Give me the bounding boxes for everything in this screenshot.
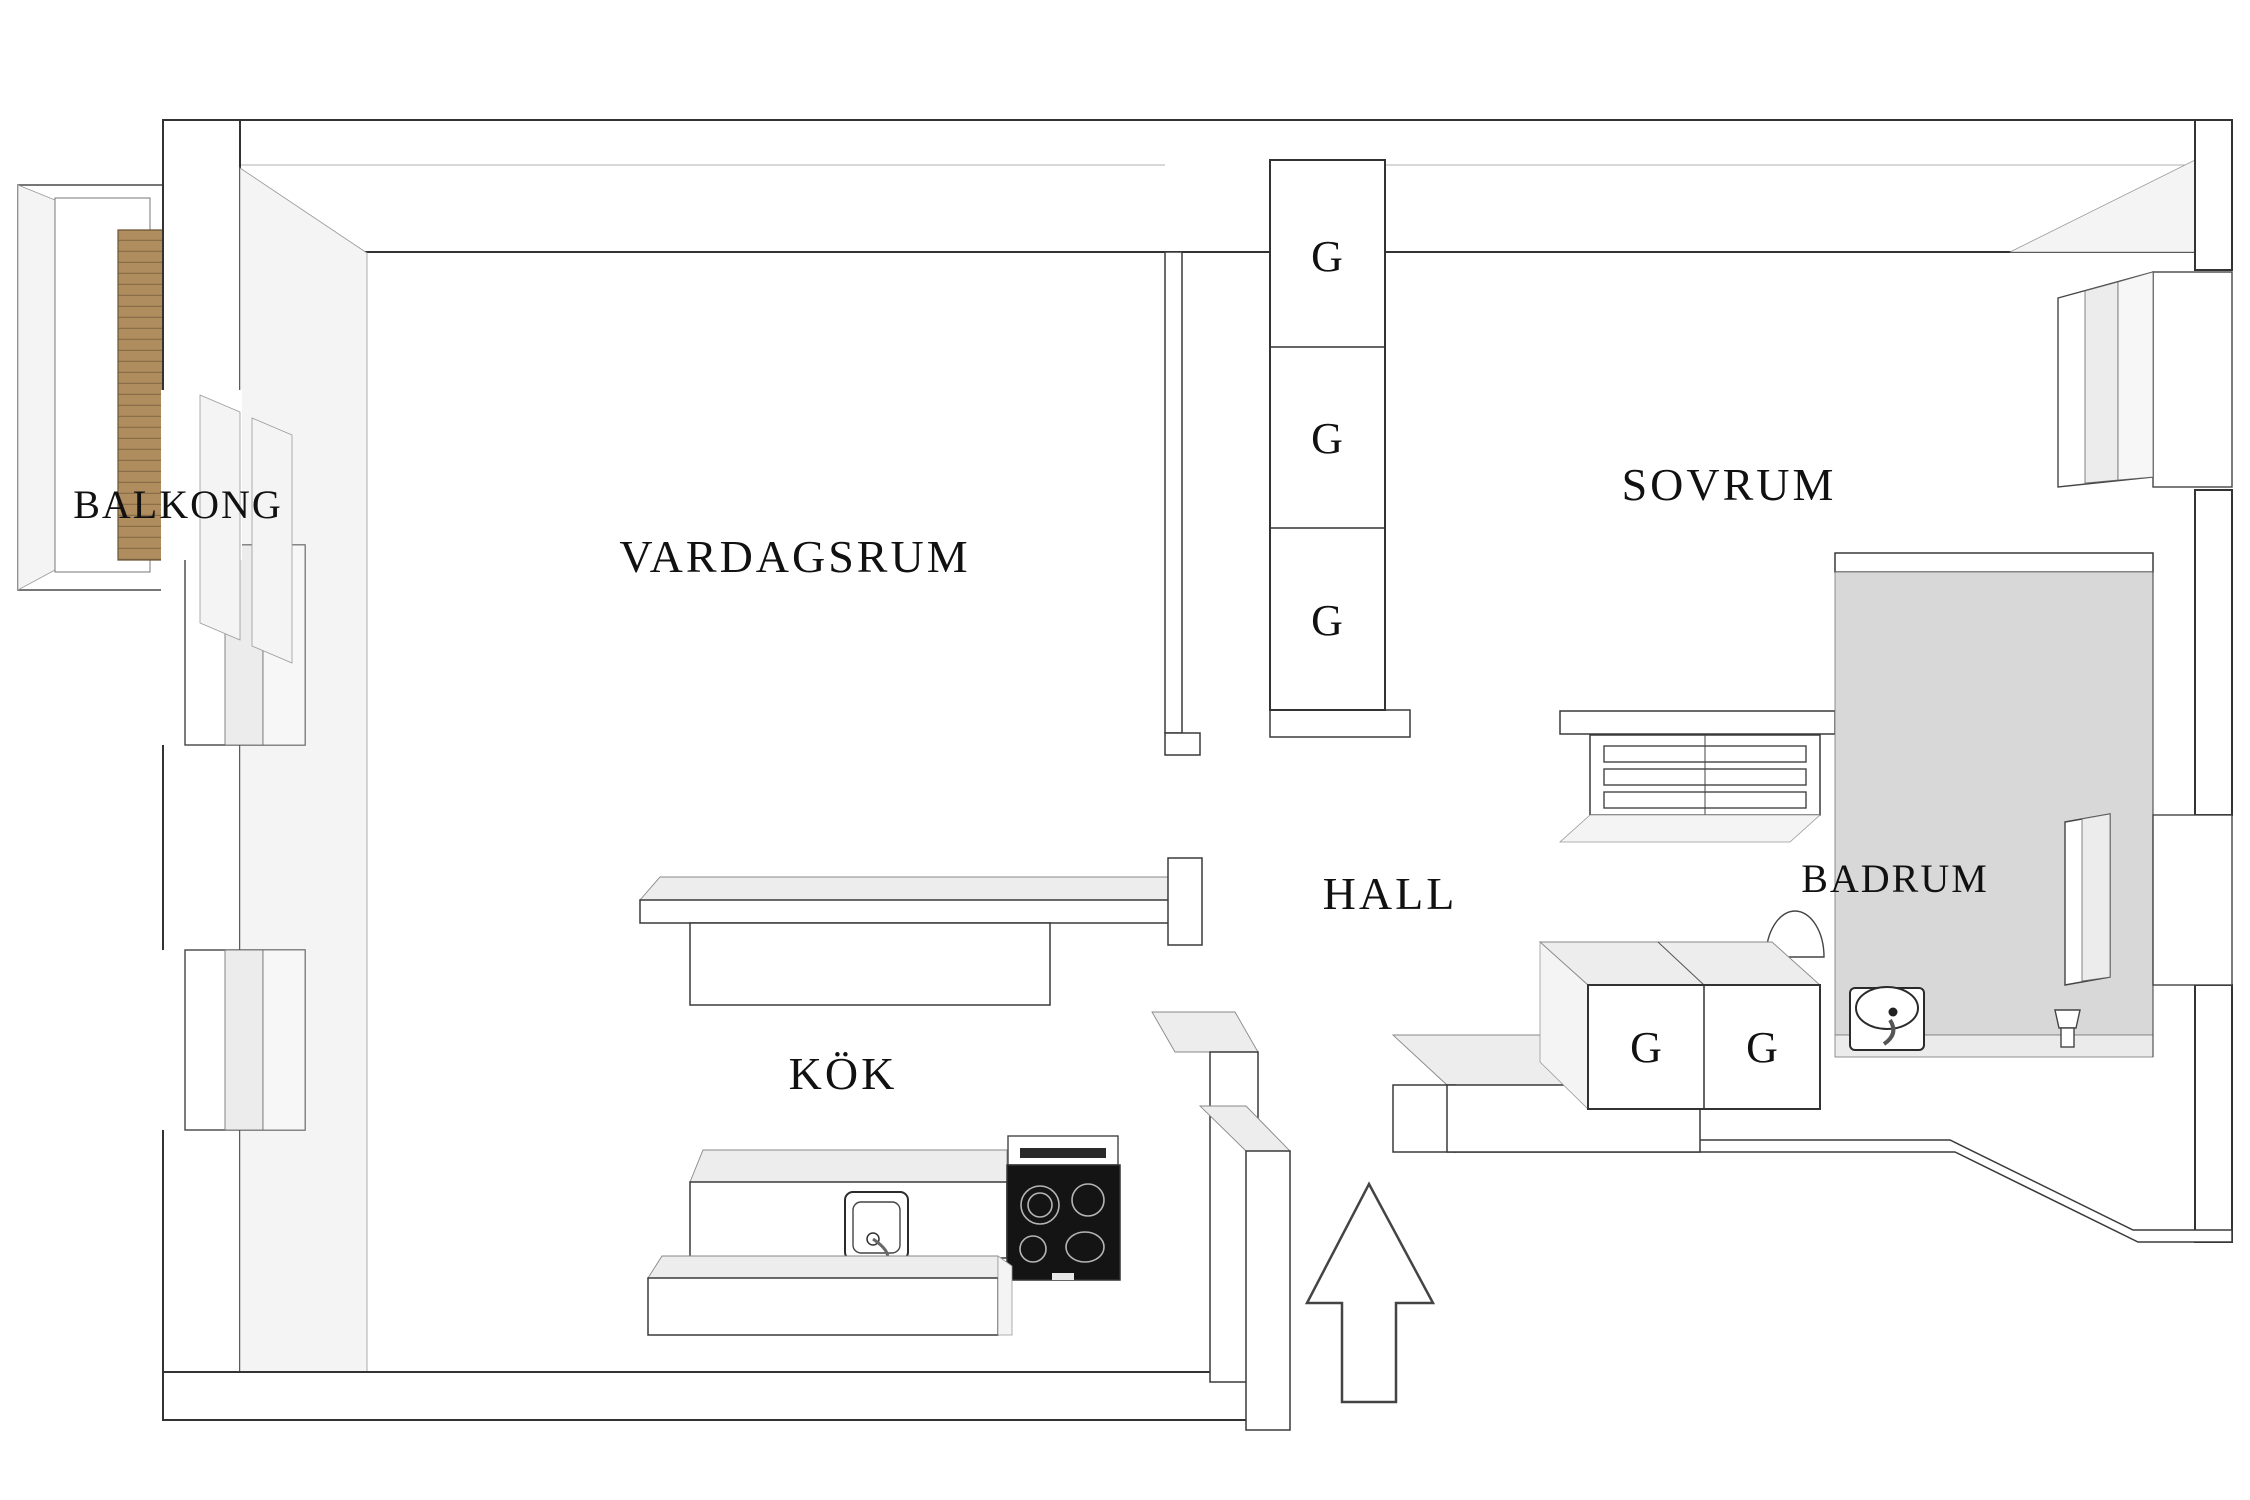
shelf-underside xyxy=(1558,814,1822,843)
stove-burner-3 xyxy=(1019,1235,1047,1263)
room-label-badrum: BADRUM xyxy=(1801,856,1989,901)
bathroom-accessory-top xyxy=(2054,1009,2081,1029)
kitchen-sink-basin xyxy=(852,1201,901,1254)
bathroom-north-wall xyxy=(1834,552,2154,573)
outer-wall-bottom xyxy=(162,1371,1259,1421)
outer-wall-right-lower xyxy=(2194,984,2233,1243)
outer-wall-left xyxy=(162,119,241,1421)
kitchen-counter xyxy=(689,1149,1008,1270)
room-label-hall: HALL xyxy=(1323,868,1458,919)
entrance-arrow xyxy=(1304,1181,1436,1404)
room-labels: BALKONG VARDAGSRUM SOVRUM HALL BADRUM KÖ… xyxy=(73,459,1989,1099)
bathroom-sink-faucet xyxy=(1882,1018,1896,1046)
stove-cooktop xyxy=(1006,1164,1121,1281)
dining-table-base xyxy=(689,922,1051,1006)
hall-closet-top-face xyxy=(1538,941,1822,986)
left-wall-inner-face xyxy=(239,167,368,1373)
kitchen-sink-drain xyxy=(866,1232,880,1246)
balcony-railing-face xyxy=(17,184,56,591)
closet-label-1: G xyxy=(1311,232,1343,281)
hall-closet-top-divider xyxy=(1657,941,1705,986)
closet-column-box xyxy=(1269,159,1386,711)
balcony-door-leaf-2 xyxy=(251,417,293,664)
island-front xyxy=(647,1277,999,1336)
bedroom-window-pane-2 xyxy=(2117,271,2154,481)
stove-burner-1-inner xyxy=(1027,1192,1053,1218)
stove-burner-2 xyxy=(1071,1183,1105,1217)
bedroom-window-niche xyxy=(2152,271,2233,488)
hall-south-wall-band xyxy=(1454,1139,2233,1243)
kitchen xyxy=(639,857,1203,1336)
exterior-walls xyxy=(162,119,2233,1421)
hall-closet-label-2: G xyxy=(1746,1023,1778,1072)
bathroom-accessory xyxy=(2054,1009,2081,1048)
dining-table-edge xyxy=(639,899,1186,924)
entry-left-wall xyxy=(1245,1150,1291,1431)
dining-table xyxy=(639,857,1203,1006)
bathroom-sink-drain xyxy=(1888,1007,1898,1017)
interior-walls xyxy=(1151,251,2154,1431)
kitchen-sink xyxy=(844,1191,909,1270)
bedroom-southwest-wall-stub xyxy=(1269,709,1411,738)
living-room-east-wall-foot xyxy=(1164,732,1201,756)
entry-right-jamb xyxy=(1392,1084,1456,1153)
stove-burner-1 xyxy=(1020,1185,1060,1225)
bathroom-door-arc xyxy=(1765,910,1825,958)
bedroom-closet-column: G G G xyxy=(1269,159,1386,711)
kitchen-east-wall-cap xyxy=(1151,1011,1259,1053)
balcony-door-leaf-1 xyxy=(199,394,241,641)
outer-wall-top xyxy=(162,119,2233,253)
hall-closets: G G xyxy=(1538,941,1822,1110)
bathroom-accessory-base xyxy=(2060,1027,2075,1048)
bedroom-window-pane-1 xyxy=(2084,281,2119,484)
bathroom xyxy=(1765,571,2154,1058)
stove-back-rail-slot xyxy=(1020,1148,1106,1158)
bathroom-sink xyxy=(1849,986,1925,1051)
outer-wall-right-middle xyxy=(2194,489,2233,816)
hall-closet-label-1: G xyxy=(1630,1023,1662,1072)
closet-label-2: G xyxy=(1311,414,1343,463)
bedroom-south-wall xyxy=(1559,710,1836,735)
bathroom-window-pane xyxy=(2081,813,2111,982)
closet-label-3: G xyxy=(1311,596,1343,645)
left-wall-openings xyxy=(161,390,306,1131)
kitchen-window-pane-1 xyxy=(224,949,264,1131)
counter-top-face xyxy=(689,1149,1008,1183)
kitchen-window-pane-2 xyxy=(262,949,306,1131)
room-label-vardagsrum: VARDAGSRUM xyxy=(619,531,970,582)
room-label-kok: KÖK xyxy=(789,1048,898,1099)
stove-handle xyxy=(1052,1273,1074,1280)
bathroom-sink-basin xyxy=(1855,986,1919,1030)
kitchen-island xyxy=(647,1255,1013,1336)
hall-shelf xyxy=(1558,734,1822,843)
dining-table-end-cap xyxy=(1167,857,1203,946)
right-wall-windows xyxy=(2057,271,2233,986)
island-top-face xyxy=(647,1255,999,1279)
bathroom-window-niche xyxy=(2152,814,2233,986)
room-label-balkong: BALKONG xyxy=(73,482,283,527)
island-side-face xyxy=(997,1255,1013,1336)
stove-burner-4 xyxy=(1065,1231,1105,1263)
room-label-sovrum: SOVRUM xyxy=(1622,459,1837,510)
living-room-east-wall xyxy=(1164,251,1183,734)
dining-table-top xyxy=(639,876,1186,901)
stove xyxy=(1006,1135,1121,1281)
outer-wall-right-upper xyxy=(2194,119,2233,271)
